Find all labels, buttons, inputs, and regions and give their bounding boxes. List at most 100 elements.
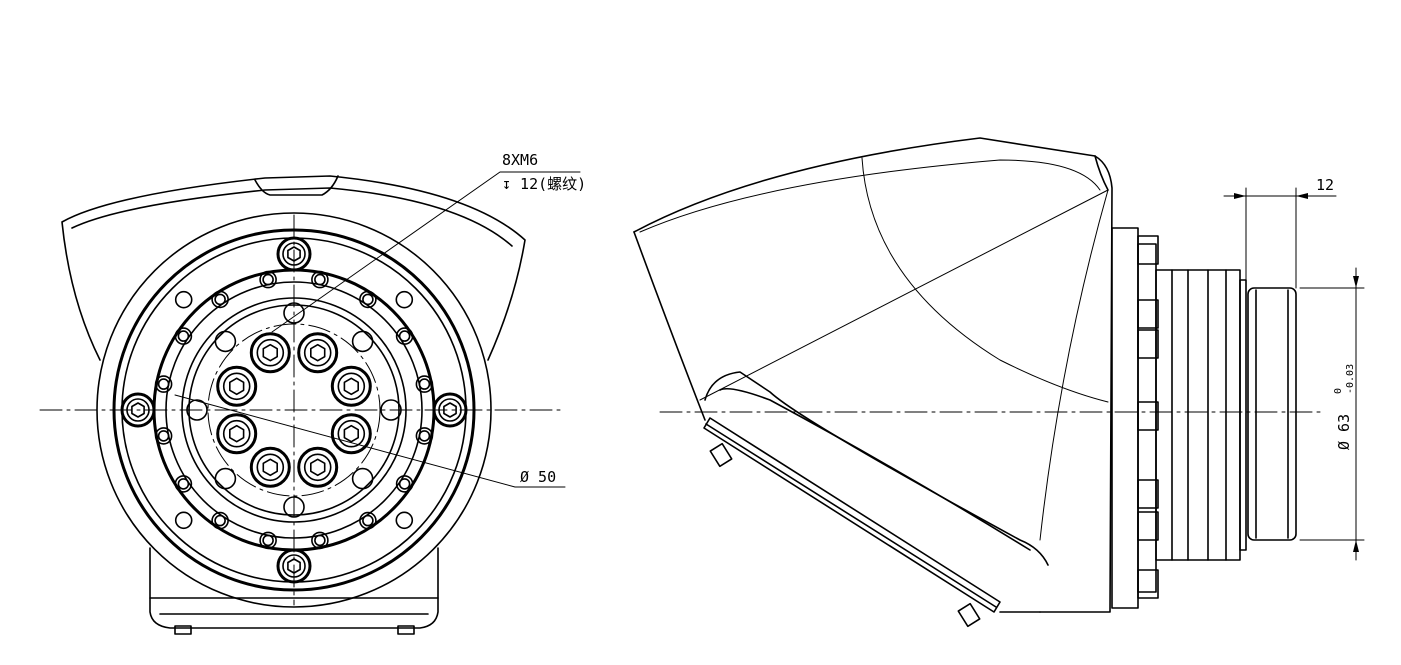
mid-ring-hole [311, 531, 329, 550]
mid-ring-hole-inner [157, 430, 170, 442]
mid-ring-hole-inner [362, 514, 374, 527]
flange-bolt-head [1137, 299, 1159, 329]
inner-screw-hex [262, 458, 279, 477]
inner-screw-ring [222, 372, 251, 401]
flange-bolt-head [1137, 401, 1159, 431]
diameter-leader [174, 394, 566, 488]
shaft-diameter-label: Ø 63 [1335, 414, 1353, 450]
inner-screw-ring [222, 419, 251, 448]
dim-arrow-right [1296, 193, 1308, 199]
flange-bolt-head [1137, 511, 1159, 541]
inner-screw-hex [343, 377, 360, 396]
thread-spec-label: 8XM6 [502, 151, 538, 169]
inner-screw-ring [337, 372, 366, 401]
flange-thickness-label: 12 [1316, 176, 1334, 194]
outer-hole [174, 511, 193, 530]
mid-ring-hole-inner [314, 534, 326, 547]
side-housing-lower [633, 231, 706, 421]
reducer-lip [1239, 279, 1247, 551]
shaft-tol-lower: -0.03 [1345, 364, 1356, 394]
side-diagonal-2 [1039, 189, 1109, 541]
mid-ring-hole-inner [177, 330, 190, 342]
flange-bolt-head [1137, 235, 1159, 265]
side-lower-face-2 [719, 387, 1031, 551]
mid-ring-hole [154, 427, 173, 445]
mid-ring-hole-inner [262, 534, 274, 547]
dim-arrow-left [1234, 193, 1246, 199]
mid-ring-hole [395, 475, 414, 493]
side-diagonal-1 [699, 189, 1109, 401]
outer-hole [395, 290, 414, 309]
thread-leader [271, 171, 581, 333]
hub-hole [351, 330, 374, 353]
inner-screw-head [216, 413, 258, 455]
side-top-edge [1094, 155, 1109, 191]
mid-ring-hole-inner [157, 378, 170, 390]
inner-screw-head [330, 413, 372, 455]
flange-bolt-head [1137, 569, 1159, 599]
front-foot-left [174, 625, 192, 635]
inner-screw-hex [309, 343, 326, 362]
flange-bolt-head [1137, 329, 1159, 359]
inner-screw-ring [303, 338, 332, 367]
inner-screw-ring [256, 338, 285, 367]
outer-bolt-hex [131, 402, 145, 418]
inner-screw-hex [309, 458, 326, 477]
hub-hole [214, 330, 237, 353]
outer-hole [395, 511, 414, 530]
mid-ring-hole-inner [362, 293, 374, 306]
mid-ring-hole-inner [314, 273, 326, 286]
side-housing-outline [633, 137, 1113, 613]
mid-ring-hole [154, 375, 173, 393]
mid-ring-hole [359, 511, 377, 530]
front-housing-outline [61, 175, 526, 361]
outer-hole [174, 290, 193, 309]
side-screw-head-1 [709, 442, 733, 468]
flange-bolt-head [1137, 479, 1159, 509]
shaft-tol-upper: 0 [1333, 388, 1344, 394]
inner-screw-hex [229, 424, 245, 443]
inner-screw-head [297, 332, 339, 374]
outer-bolt-hex [443, 402, 457, 418]
mid-ring-hole-inner [177, 478, 190, 490]
mid-ring-hole [415, 375, 434, 393]
front-housing-inner [71, 187, 513, 247]
front-top-boss [254, 175, 339, 196]
hub-hole [351, 467, 374, 490]
side-screw-head-2 [957, 602, 981, 628]
inner-screw-head [249, 332, 291, 374]
side-reducer-body [1155, 269, 1241, 561]
mid-ring-hole-inner [214, 293, 226, 306]
hub-hole [214, 467, 237, 490]
side-flange-1 [1111, 227, 1139, 609]
inner-screw-head [297, 446, 339, 488]
output-shaft [1247, 287, 1297, 541]
shaft-diameter-group: Ø 63 0 -0.03 [1333, 364, 1356, 450]
inner-screw-head [330, 365, 372, 407]
inner-screw-head [249, 446, 291, 488]
mid-ring-hole [311, 270, 329, 289]
mid-ring-hole-inner [418, 378, 431, 390]
inner-screw-ring [256, 453, 285, 482]
side-base-plate [703, 417, 1001, 613]
mid-ring-hole-inner [214, 514, 226, 527]
inner-screw-head [216, 365, 258, 407]
inner-screw-ring [303, 453, 332, 482]
dim-arrow-bottom [1353, 540, 1359, 552]
front-foot-right [397, 625, 415, 635]
side-base-plate-line [705, 423, 997, 608]
mid-ring-hole [259, 531, 277, 550]
mid-ring-hole-inner [398, 478, 411, 490]
bolt-circle-label: Ø 50 [520, 468, 556, 486]
mid-ring-hole [211, 511, 229, 530]
mid-ring-hole [174, 327, 193, 345]
inner-screw-hex [343, 424, 360, 443]
mid-ring-hole [415, 427, 434, 445]
inner-screw-hex [229, 377, 245, 396]
flange-bolts [1137, 235, 1159, 599]
side-inner-curve-1 [639, 159, 1101, 233]
mid-ring-hole [259, 270, 277, 289]
mid-ring-hole [395, 327, 414, 345]
side-lower-face [704, 371, 1049, 566]
